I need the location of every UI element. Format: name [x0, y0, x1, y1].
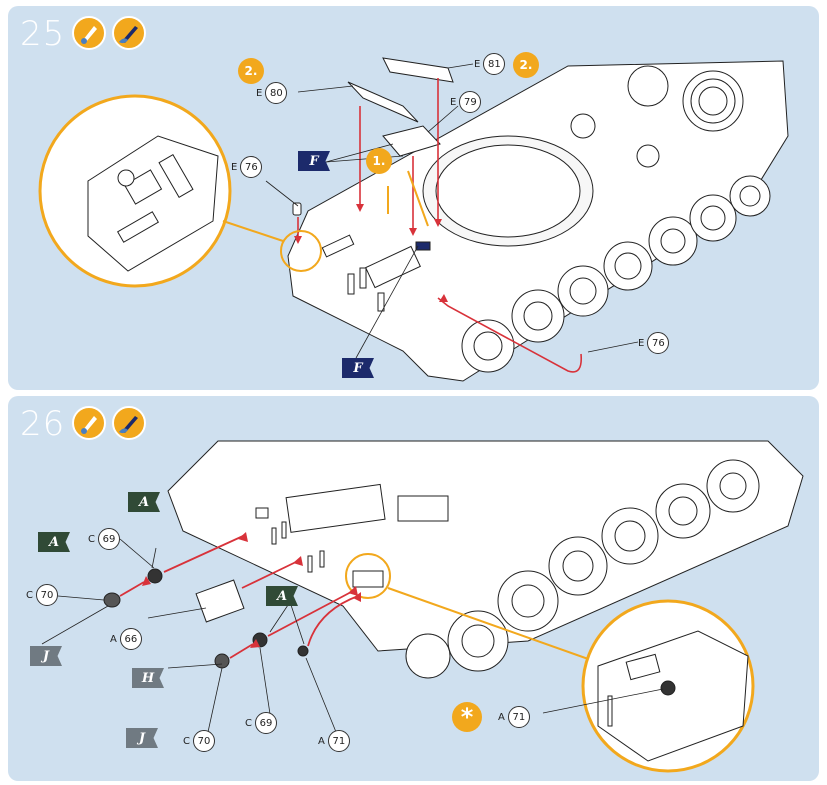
sprue-letter: C [183, 735, 190, 747]
sequence-badge: 1. [366, 148, 392, 174]
sprue-letter: E [638, 337, 645, 349]
decal-flag: H [132, 668, 164, 688]
part-number: 76 [240, 156, 263, 178]
sprue-letter: E [256, 87, 263, 99]
decal-flag: A [38, 532, 70, 552]
part-ref: E 79 [450, 91, 482, 113]
part-ref: A 71 [498, 706, 530, 728]
sprue-letter: C [245, 717, 252, 729]
part-ref: C 70 [26, 584, 58, 606]
part-ref: A 71 [318, 730, 350, 752]
part-ref: E 80 [256, 82, 288, 104]
step-number: 26 [20, 404, 66, 444]
decal-flag: A [128, 492, 160, 512]
part-number: 71 [507, 706, 530, 728]
part-number: 70 [35, 584, 58, 606]
sprue-letter: A [498, 711, 505, 723]
decal-flag: J [30, 646, 62, 666]
part-number: 69 [97, 528, 120, 550]
sprue-letter: E [474, 58, 481, 70]
sprue-letter: C [88, 533, 95, 545]
part-ref: C 70 [183, 730, 215, 752]
decal-flag: F [298, 151, 330, 171]
part-number: 81 [483, 53, 506, 75]
part-number: 71 [327, 730, 350, 752]
tank-hull-drawing-25 [38, 57, 789, 382]
part-ref: E 81 [474, 53, 506, 75]
sequence-badge: 2. [238, 58, 264, 84]
part-number: 69 [254, 712, 277, 734]
paint-brush-icon [112, 16, 146, 50]
tank-hull-drawing-26 [41, 440, 804, 773]
decal-flag: F [342, 358, 374, 378]
sprue-letter: C [26, 589, 33, 601]
part-ref: E 76 [231, 156, 263, 178]
step-number: 25 [20, 14, 66, 54]
part-number: 76 [647, 332, 670, 354]
part-ref: C 69 [245, 712, 277, 734]
part-ref: E 76 [638, 332, 670, 354]
paint-brush-icon [112, 406, 146, 440]
sequence-badge: 2. [513, 52, 539, 78]
step-26-panel: 26 [8, 396, 819, 781]
sprue-letter: A [110, 633, 117, 645]
part-number: 79 [459, 91, 482, 113]
step-25-panel: 25 [8, 6, 819, 390]
part-ref: C 69 [88, 528, 120, 550]
part-number: 80 [265, 82, 288, 104]
sprue-letter: E [450, 96, 457, 108]
sprue-letter: E [231, 161, 238, 173]
part-number: 70 [192, 730, 215, 752]
glue-brush-icon [72, 406, 106, 440]
part-number: 66 [119, 628, 142, 650]
decal-flag: J [126, 728, 158, 748]
sprue-letter: A [318, 735, 325, 747]
part-ref: A 66 [110, 628, 142, 650]
note-icon: * [452, 702, 482, 732]
decal-flag: A [266, 586, 298, 606]
glue-brush-icon [72, 16, 106, 50]
